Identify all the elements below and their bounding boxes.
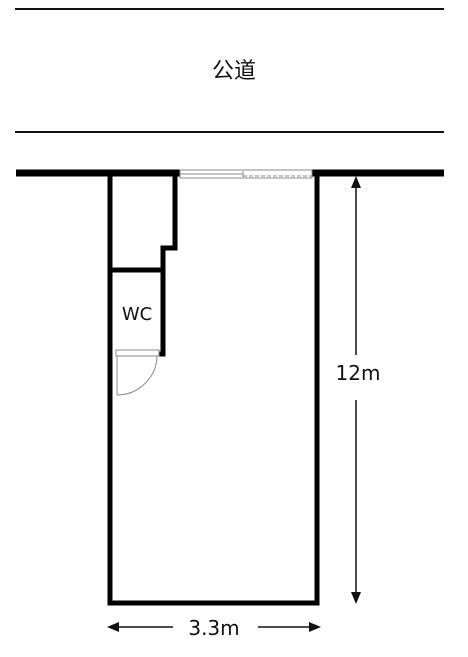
depth-dimension-arrow: [351, 176, 361, 604]
wc-door-swing: [115, 349, 160, 396]
width-dimension-arrow: [107, 622, 321, 632]
wc-room-wall: [157, 270, 166, 357]
road-label: 公道: [212, 59, 256, 84]
entrance-sliding-door: [179, 169, 313, 179]
width-dimension-label: 3.3m: [188, 616, 239, 640]
wc-label: WC: [122, 304, 152, 325]
unit-outline-wall: [107, 173, 320, 606]
storage-wall: [110, 173, 178, 273]
depth-dimension-label: 12m: [336, 361, 381, 385]
